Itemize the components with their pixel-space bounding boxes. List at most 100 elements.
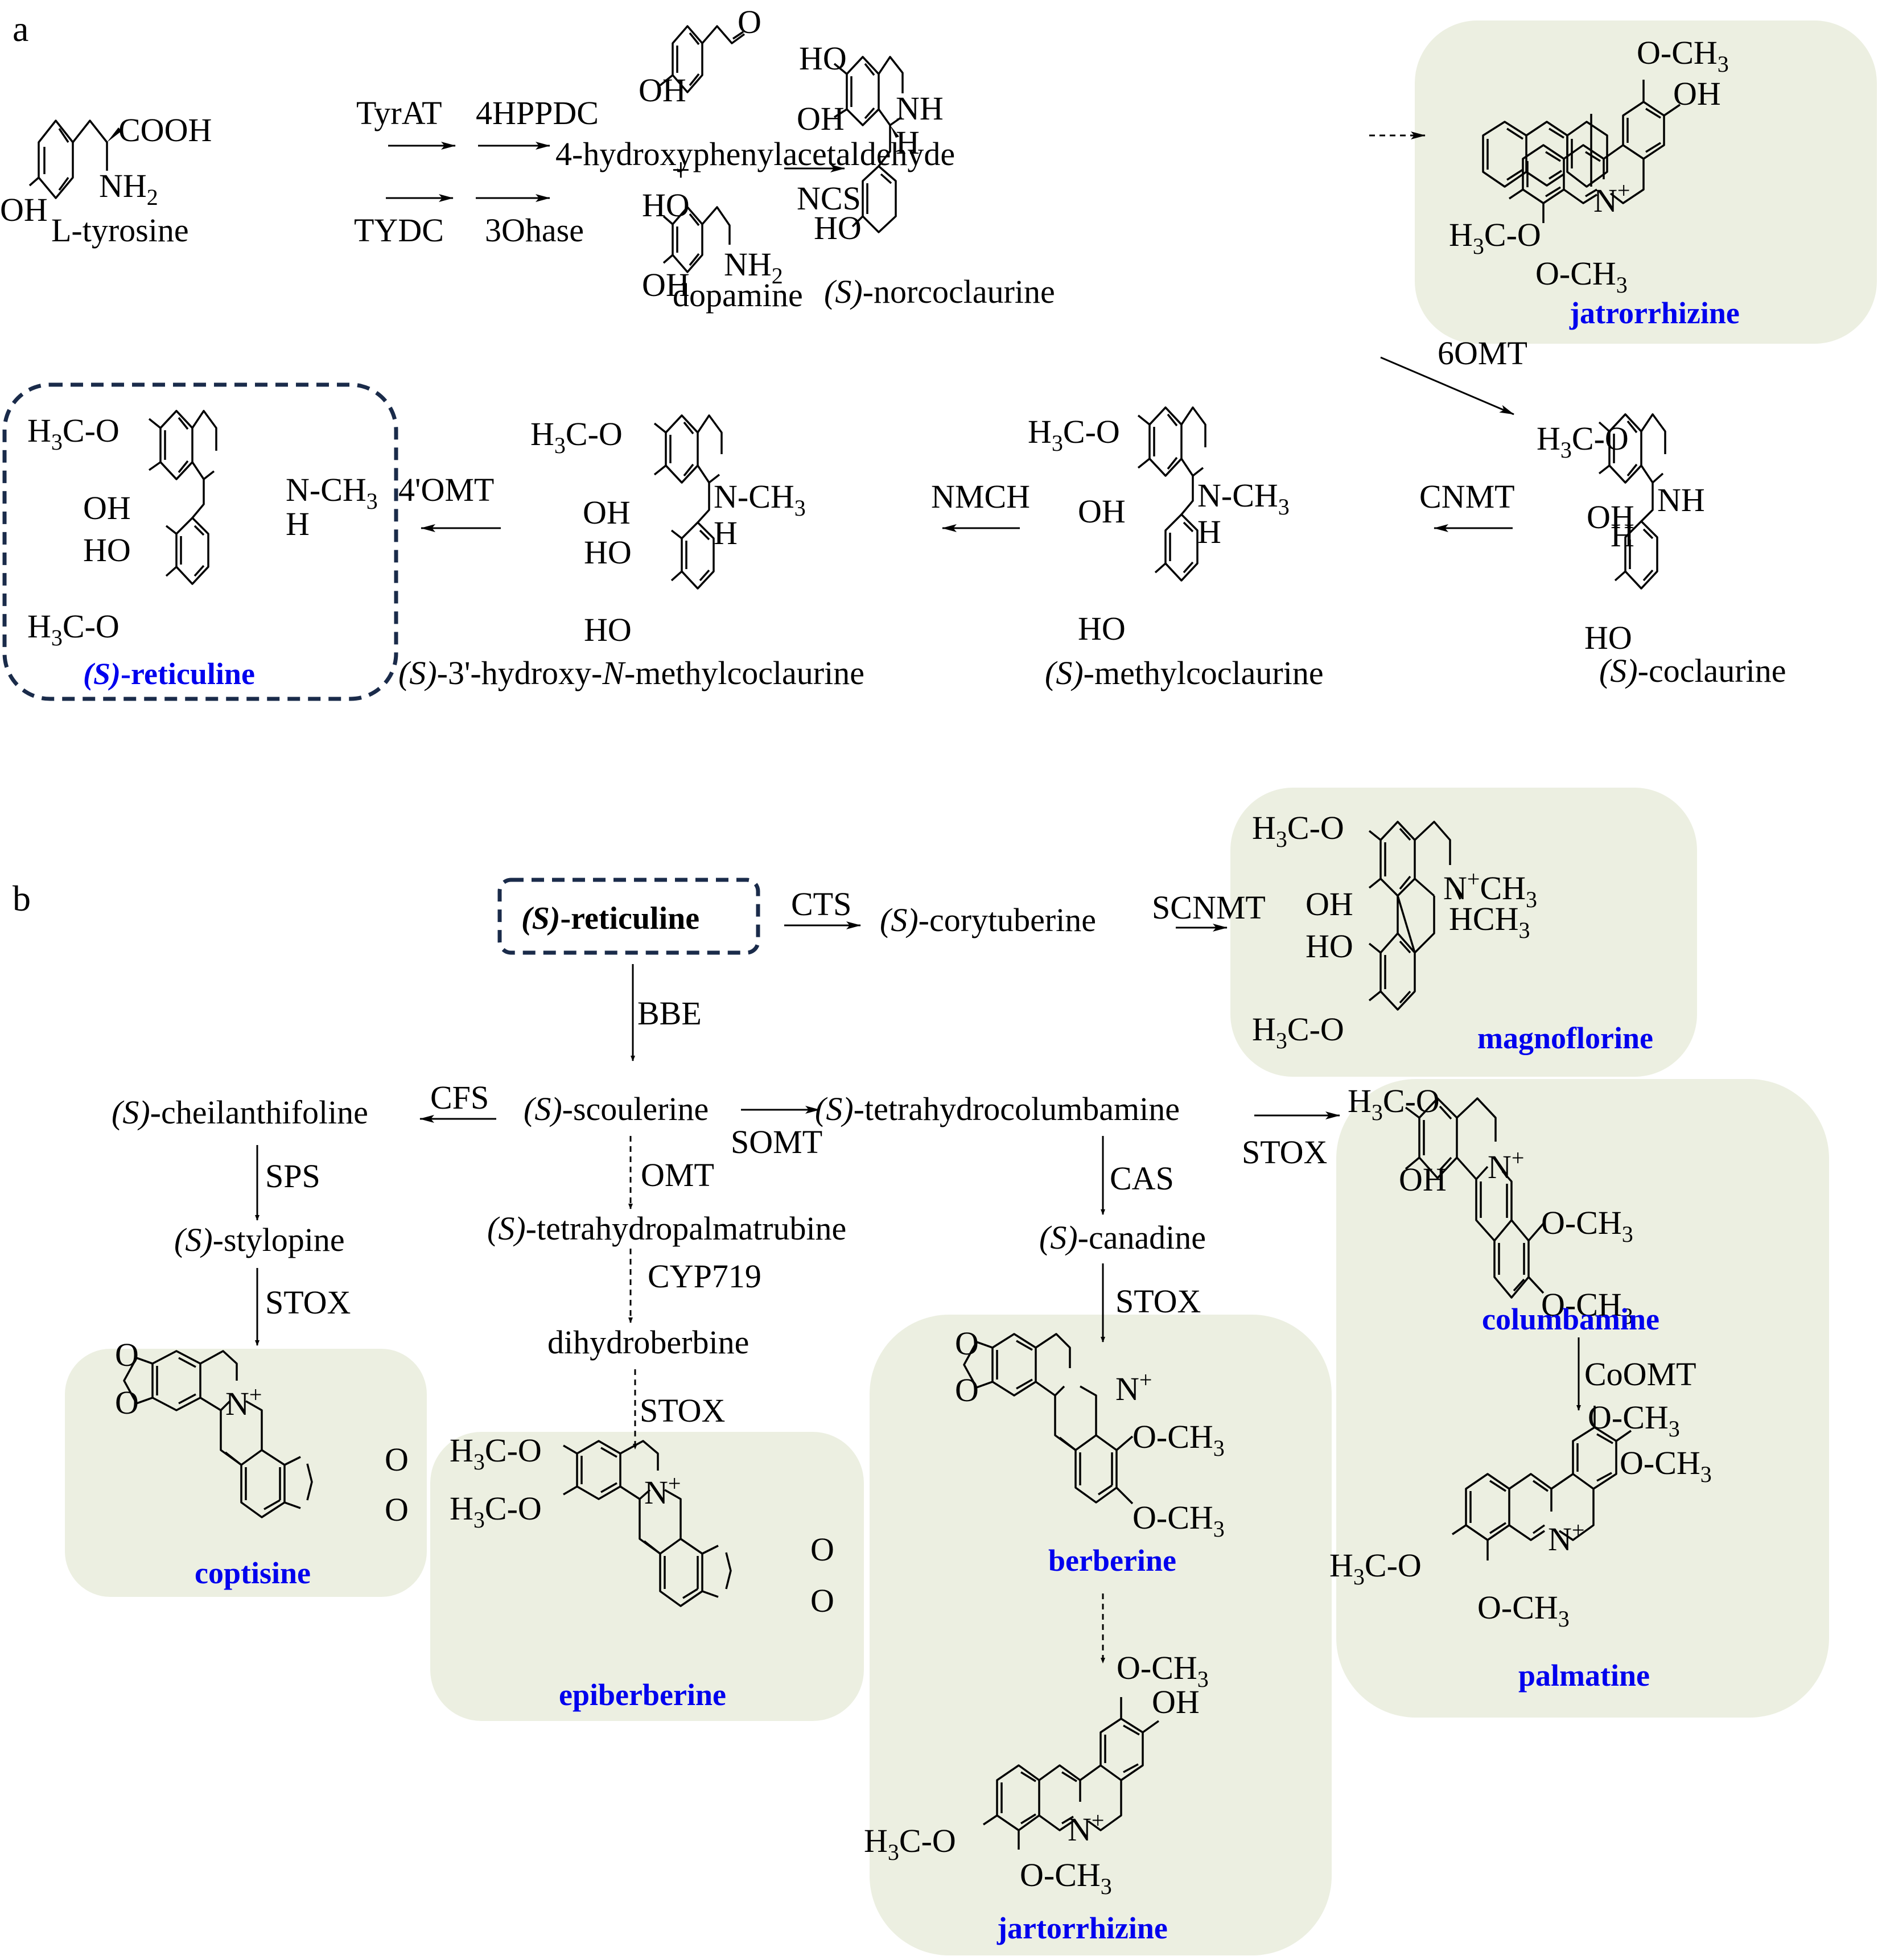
palmatine-och3-1: O-CH3 bbox=[1588, 1399, 1680, 1442]
tetrahydropalmatrubine-label: (S)-tetrahydropalmatrubine bbox=[487, 1210, 846, 1247]
epiberberine-structure bbox=[563, 1440, 732, 1607]
enzyme-scnmt: SCNMT bbox=[1152, 889, 1266, 926]
palmatine-och3-3: O-CH3 bbox=[1477, 1589, 1570, 1632]
magnoflorine-label: magnoflorine bbox=[1477, 1021, 1653, 1055]
columbamine-och3-1: O-CH3 bbox=[1541, 1204, 1633, 1247]
coclaurine-nh: NH bbox=[1657, 481, 1705, 518]
epiberberine-box bbox=[430, 1432, 864, 1721]
enzyme-3ohase: 3Ohase bbox=[485, 212, 584, 249]
dopamine-nh2: NH2 bbox=[724, 246, 783, 289]
tyrosine-name: L-tyrosine bbox=[51, 212, 189, 249]
berberine-och3-2: O-CH3 bbox=[1133, 1499, 1225, 1542]
enzyme-cyp719: CYP719 bbox=[648, 1258, 761, 1295]
coptisine-n: N+ bbox=[225, 1382, 262, 1422]
hpaa-oh: OH bbox=[639, 72, 686, 109]
tetrahydrocolumbamine-label: (S)-tetrahydrocolumbamine bbox=[815, 1090, 1180, 1127]
enzyme-cfs: CFS bbox=[430, 1079, 489, 1116]
tyrosine-nh: NH2 bbox=[99, 167, 158, 210]
tyrosine-structure bbox=[28, 120, 122, 199]
coptisine-label: coptisine bbox=[195, 1556, 311, 1590]
enzyme-stox-2: STOX bbox=[265, 1284, 351, 1321]
enzyme-cas: CAS bbox=[1110, 1160, 1174, 1197]
jatrorrhizine-skeleton-a bbox=[1509, 80, 1681, 223]
methylcoclaurine-structure bbox=[1137, 406, 1206, 582]
dopamine-ho: HO bbox=[642, 187, 690, 224]
reticuline-dashed-box-a bbox=[2, 382, 398, 701]
reticuline-a-h3co-bottom: H3C-O bbox=[27, 608, 120, 650]
berberine-o2: O bbox=[955, 1372, 979, 1409]
enzyme-4hppdc: 4HPPDC bbox=[476, 94, 599, 131]
methylcoclaurine-h3co: H3C-O bbox=[1028, 413, 1120, 456]
enzyme-stox-4: STOX bbox=[1115, 1283, 1201, 1320]
enzyme-tyrat: TyrAT bbox=[356, 94, 442, 131]
panel-label-b: b bbox=[13, 878, 31, 919]
norcoclaurine-ho-top: HO bbox=[799, 40, 847, 77]
columbamine-oh: OH bbox=[1399, 1161, 1447, 1198]
enzyme-ncs: NCS bbox=[797, 180, 861, 217]
enzyme-6omt: 6OMT bbox=[1438, 335, 1527, 372]
coclaurine-oh: OH bbox=[1587, 499, 1634, 536]
enzyme-tydc: TYDC bbox=[354, 212, 444, 249]
coclaurine-h3co: H3C-O bbox=[1537, 420, 1629, 463]
coclaurine-structure bbox=[1598, 413, 1666, 590]
coptisine-o3: O bbox=[385, 1441, 409, 1478]
reticuline-a-label: (S)-reticuline bbox=[83, 657, 255, 691]
norcoclaurine-ho-bottom: HO bbox=[814, 209, 862, 246]
magnoflorine-box bbox=[1230, 788, 1697, 1077]
jatrorrhizine-box-a bbox=[1415, 20, 1877, 344]
columbamine-och3-2: O-CH3 bbox=[1541, 1286, 1633, 1329]
columbamine-palmatine-box bbox=[1336, 1079, 1829, 1718]
magnoflorine-ho: HO bbox=[1306, 928, 1353, 965]
jatrorrhizine-a-n: N+ bbox=[1593, 178, 1630, 219]
tyrosine-cooh: COOH bbox=[118, 112, 212, 149]
dopamine-oh: OH bbox=[642, 266, 690, 303]
jartorrhizine-label: jartorrhizine bbox=[996, 1911, 1168, 1945]
palmatine-label: palmatine bbox=[1518, 1658, 1650, 1693]
palmatine-och3-2: O-CH3 bbox=[1620, 1444, 1712, 1487]
magnoflorine-oh: OH bbox=[1306, 886, 1353, 923]
enzyme-sps: SPS bbox=[265, 1158, 320, 1195]
enzyme-4omt: 4'OMT bbox=[398, 471, 494, 508]
hpaa-name: 4-hydroxyphenylacetaldehyde bbox=[555, 135, 955, 172]
norcoclaurine-nh: NH bbox=[896, 90, 944, 127]
reticuline-a-h: H bbox=[286, 505, 310, 542]
reticuline-structure-a bbox=[148, 410, 217, 585]
hydroxy-methylcoclaurine-ho2: HO bbox=[584, 611, 632, 648]
hydroxy-methylcoclaurine-h3co: H3C-O bbox=[530, 415, 623, 458]
jatrorrhizine-a-label: jatrorrhizine bbox=[1569, 296, 1740, 330]
methylcoclaurine-name: (S)-methylcoclaurine bbox=[1045, 654, 1324, 691]
hydroxy-methylcoclaurine-name: (S)-3'-hydroxy-N-methylcoclaurine bbox=[398, 654, 864, 691]
tyrosine-oh: OH bbox=[0, 191, 48, 228]
jatrorrhizine-a-h3co: H3C-O bbox=[1449, 216, 1541, 259]
columbamine-h3co: H3C-O bbox=[1348, 1082, 1440, 1125]
canadine-label: (S)-canadine bbox=[1039, 1219, 1206, 1256]
hydroxy-methylcoclaurine-structure bbox=[653, 414, 723, 590]
jartorrhizine-oh: OH bbox=[1152, 1683, 1200, 1720]
columbamine-n: N+ bbox=[1488, 1145, 1524, 1185]
berberine-structure bbox=[963, 1333, 1134, 1505]
corytuberine-label: (S)-corytuberine bbox=[880, 901, 1096, 938]
methylcoclaurine-ho: HO bbox=[1078, 610, 1126, 647]
enzyme-somt: SOMT bbox=[731, 1123, 822, 1160]
palmatine-n: N+ bbox=[1548, 1517, 1584, 1558]
enzyme-nmch: NMCH bbox=[931, 478, 1030, 515]
plus-sign: + bbox=[672, 151, 690, 188]
magnoflorine-structure bbox=[1368, 821, 1461, 1011]
coptisine-o1: O bbox=[115, 1336, 139, 1373]
jatrorrhizine-a-oh: OH bbox=[1673, 75, 1721, 112]
hydroxy-methylcoclaurine-nch3: N-CH3 bbox=[714, 478, 806, 521]
jartorrhizine-structure bbox=[983, 1697, 1160, 1850]
columbamine-structure bbox=[1405, 1097, 1545, 1299]
berberine-o1: O bbox=[955, 1325, 979, 1362]
methylcoclaurine-oh: OH bbox=[1078, 493, 1126, 530]
magnoflorine-h3co-bottom: H3C-O bbox=[1252, 1011, 1344, 1053]
epiberberine-o1: O bbox=[810, 1531, 834, 1568]
jatrorrhizine-a-och3-bottom: O-CH3 bbox=[1535, 255, 1628, 298]
jartorrhizine-och3-top: O-CH3 bbox=[1117, 1649, 1209, 1692]
magnoflorine-h3co-top: H3C-O bbox=[1252, 809, 1344, 852]
coclaurine-ho: HO bbox=[1584, 619, 1632, 656]
cheilanthifoline-label: (S)-cheilanthifoline bbox=[112, 1094, 368, 1131]
reticuline-a-ho: HO bbox=[83, 532, 131, 569]
enzyme-coomt: CoOMT bbox=[1584, 1356, 1696, 1393]
